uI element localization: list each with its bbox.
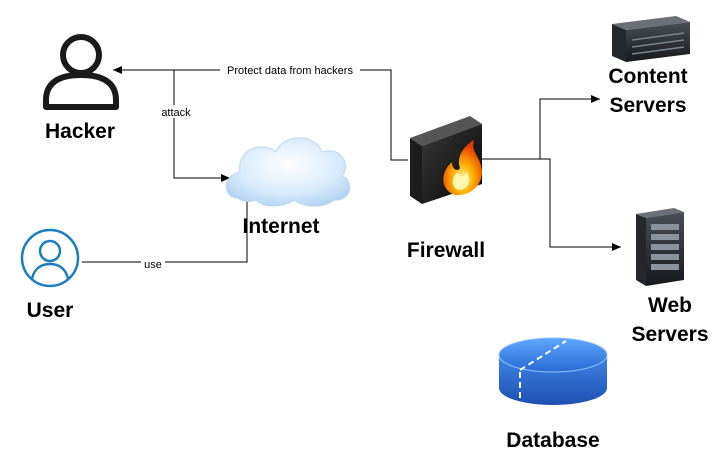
edge-attack-line	[173, 70, 230, 182]
web-servers-label-line2: Servers	[631, 323, 708, 346]
database-label: Database	[506, 429, 599, 452]
edge-use-line	[82, 196, 248, 263]
web-servers-label-line1: Web	[648, 294, 692, 317]
user-circle-icon	[20, 228, 80, 288]
firewall-label: Firewall	[407, 239, 485, 262]
server-tower-icon	[636, 208, 684, 286]
cloud-icon	[225, 137, 351, 207]
user-label: User	[27, 299, 74, 322]
edge-attack-label-bg	[158, 105, 194, 118]
edge-firewall-web-line	[540, 158, 621, 251]
content-servers-label-line2: Servers	[609, 94, 686, 117]
edge-use-label: use	[144, 259, 162, 271]
edge-use-label-bg	[141, 257, 165, 270]
edge-protect-label-bg	[220, 63, 360, 76]
database-cylinder-icon	[498, 337, 608, 405]
edge-attack-label: attack	[161, 107, 191, 119]
edge-protect-label: Protect data from hackers	[227, 65, 353, 77]
server-rack-icon	[612, 16, 690, 62]
internet-label: Internet	[242, 215, 319, 238]
firewall-icon	[410, 116, 482, 204]
person-outline-icon	[43, 34, 119, 110]
content-servers-label-line1: Content	[608, 65, 687, 88]
edge-firewall-content-line	[482, 95, 600, 160]
hacker-label: Hacker	[45, 120, 115, 143]
